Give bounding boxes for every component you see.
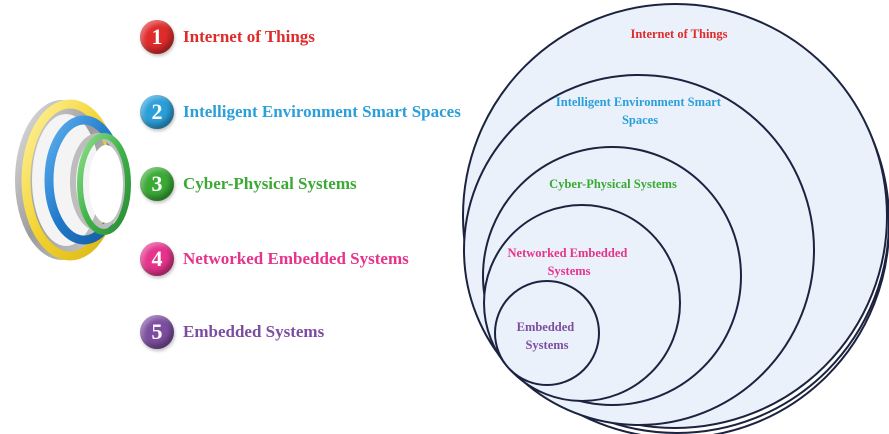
circle-label-intelligent-line-2: Spaces — [622, 113, 658, 127]
circle-label-networked-line-2: Systems — [547, 264, 590, 278]
concentric-rings-illustration — [15, 99, 131, 261]
circle-label-intelligent-line-1: Intelligent Environment Smart — [556, 95, 722, 109]
circle-label-embedded-line-2: Systems — [525, 338, 568, 352]
number-badge-3: 3 — [140, 167, 174, 201]
legend-item-1: 1 Internet of Things — [140, 19, 315, 55]
legend-label-3: Cyber-Physical Systems — [183, 174, 357, 193]
legend-item-2: 2 Intelligent Environment Smart Spaces — [140, 94, 461, 130]
legend-label-5: Embedded Systems — [183, 322, 325, 341]
circle-label-embedded-line-1: Embedded — [517, 320, 575, 334]
number-badge-5: 5 — [140, 315, 174, 349]
legend-item-3: 3 Cyber-Physical Systems — [140, 166, 357, 202]
legend-item-4: 4 Networked Embedded Systems — [140, 241, 409, 277]
svg-text:Networked Embedded Syste: Networked Embedded Systems — [508, 246, 631, 278]
number-badge-2: 2 — [140, 95, 174, 129]
legend-label-1: Internet of Things — [183, 27, 315, 46]
circle-embedded — [494, 280, 600, 386]
circle-label-cyber-physical: Cyber-Physical Systems — [549, 177, 677, 191]
svg-text:Internet of Things: Internet of Things — [630, 27, 727, 41]
circle-label-internet-of-things: Internet of Things — [630, 27, 727, 41]
circle-label-networked-line-1: Networked Embedded — [508, 246, 628, 260]
green-ring — [77, 133, 131, 235]
svg-text:Cyber-Physical Systems: Cyber-Physical Systems — [549, 177, 677, 191]
number-badge-4: 4 — [140, 242, 174, 276]
svg-text:Embedded Systems: Embedded Systems — [517, 320, 578, 352]
legend-label-2: Intelligent Environment Smart Spaces — [183, 102, 461, 121]
svg-text:Intelligent Environment Smart: Intelligent Environment Smart Spaces — [556, 95, 724, 127]
legend-label-4: Networked Embedded Systems — [183, 249, 409, 268]
number-badge-1: 1 — [140, 20, 174, 54]
nested-circles-diagram: Internet of Things Intelligent Environme… — [462, 3, 889, 434]
legend-item-5: 5 Embedded Systems — [140, 314, 324, 350]
